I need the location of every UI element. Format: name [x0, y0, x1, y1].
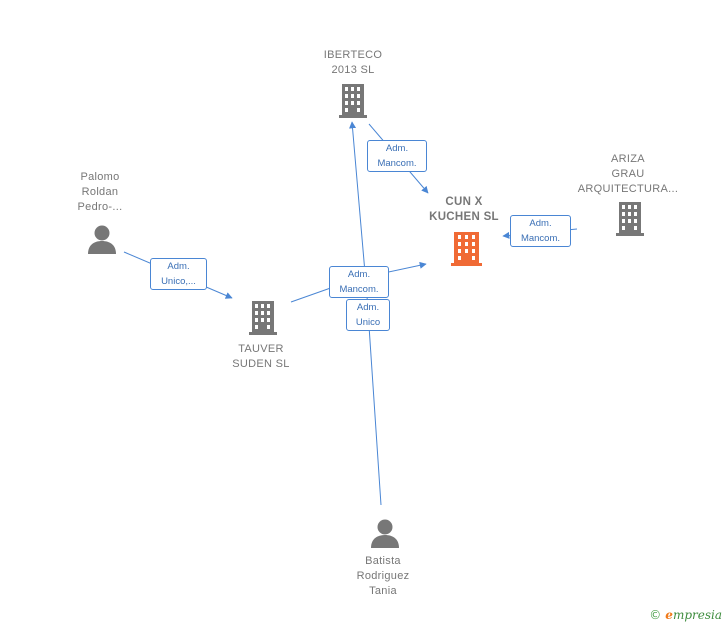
label-line: Pedro-... [77, 201, 123, 213]
label-line: ARIZA [611, 153, 645, 165]
relation-box-tauver-cunx[interactable]: Adm. Mancom. [329, 266, 389, 298]
building-icon[interactable] [249, 301, 277, 335]
node-label-tauver[interactable]: TAUVER SUDEN SL [216, 342, 306, 372]
building-icon[interactable] [339, 84, 367, 118]
brand-watermark: ©empresia [649, 608, 722, 622]
building-icon[interactable] [616, 202, 644, 236]
relation-line: Adm. [167, 261, 190, 272]
relation-box-palomo-tauver[interactable]: Adm. Unico,... [150, 258, 207, 290]
label-line: Batista [365, 555, 401, 567]
label-line: TAUVER [238, 343, 284, 355]
relation-line: Unico,... [161, 276, 196, 287]
copyright-icon: © [649, 608, 662, 622]
relation-line: Adm. [347, 269, 371, 280]
node-label-palomo[interactable]: Palomo Roldan Pedro-... [60, 170, 140, 215]
label-line: IBERTECO [323, 49, 383, 61]
label-line: Tania [369, 585, 397, 597]
relation-line: Adm. [385, 143, 409, 154]
label-line: Palomo [80, 171, 120, 183]
label-line: SUDEN SL [232, 358, 290, 370]
relation-box-ariza-cunx[interactable]: Adm. Mancom. [510, 215, 571, 247]
node-label-cunx[interactable]: CUN X KUCHEN SL [414, 195, 514, 225]
relation-line: Mancom. [520, 233, 561, 244]
brand-logo-letter: e [665, 608, 673, 622]
label-line: Rodriguez [356, 570, 410, 582]
node-label-batista[interactable]: Batista Rodriguez Tania [338, 554, 428, 599]
relation-line: Unico [355, 317, 381, 328]
node-label-ariza[interactable]: ARIZA GRAU ARQUITECTURA... [568, 152, 688, 197]
relation-line: Mancom. [377, 158, 417, 169]
main-building-icon[interactable] [451, 232, 482, 266]
label-line: CUN X [445, 196, 483, 208]
label-line: KUCHEN SL [429, 211, 499, 223]
relation-box-batista-iberteco[interactable]: Adm. Unico [346, 299, 390, 331]
person-icon[interactable] [88, 225, 116, 255]
label-line: 2013 SL [331, 64, 375, 76]
relation-line: Adm. [529, 218, 552, 229]
label-line: GRAU [611, 168, 645, 180]
person-icon[interactable] [371, 519, 399, 549]
brand-logo-text: mpresia [672, 608, 722, 622]
node-label-iberteco[interactable]: IBERTECO 2013 SL [308, 48, 398, 78]
relation-box-iberteco-cunx[interactable]: Adm. Mancom. [367, 140, 427, 172]
label-line: ARQUITECTURA... [577, 183, 679, 195]
label-line: Roldan [81, 186, 119, 198]
relation-line: Adm. [356, 302, 380, 313]
relation-line: Mancom. [339, 284, 379, 295]
